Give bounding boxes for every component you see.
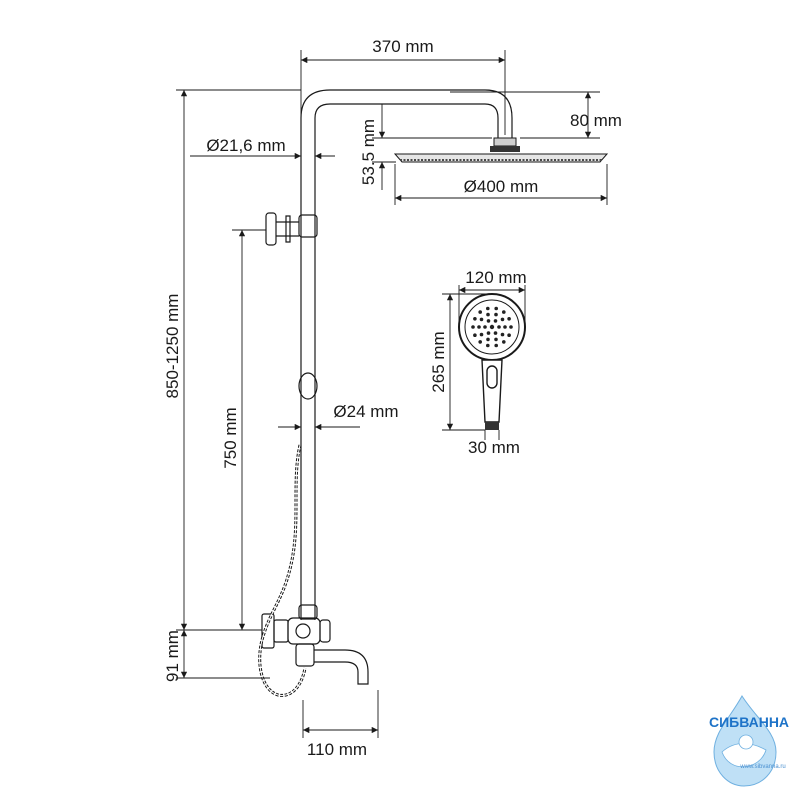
dim-head-diameter: Ø400 mm bbox=[464, 177, 539, 196]
brand-logo: СИБВАННА www.sibvanna.ru bbox=[709, 695, 789, 787]
nozzle-dot bbox=[494, 312, 498, 317]
nozzle-dot bbox=[493, 331, 498, 335]
dim-pipe-diameter: Ø21,6 mm bbox=[206, 136, 285, 155]
nozzle-dot bbox=[497, 325, 501, 329]
nozzle-dot bbox=[489, 324, 495, 330]
dim-spout-length: 110 mm bbox=[307, 740, 367, 759]
dimension-lines bbox=[176, 50, 608, 738]
nozzle-dot bbox=[494, 306, 499, 311]
nozzle-dot bbox=[477, 325, 481, 329]
dim-handshower-width: 120 mm bbox=[465, 268, 526, 287]
shower-column bbox=[298, 89, 513, 620]
nozzle-dot bbox=[471, 325, 475, 329]
nozzle-dot bbox=[486, 343, 490, 348]
dim-rail-length: 750 mm bbox=[221, 407, 240, 468]
nozzle-dot bbox=[479, 332, 484, 337]
dim-height-80: 80 mm bbox=[570, 111, 622, 130]
nozzle-dot bbox=[483, 325, 487, 329]
dim-head-thickness: 53.5 mm bbox=[359, 119, 378, 185]
nozzle-dot bbox=[507, 317, 511, 321]
logo-brand-text: СИБВАННА bbox=[709, 714, 789, 730]
nozzle-dot bbox=[479, 317, 484, 322]
shower-head bbox=[393, 137, 609, 163]
dim-mixer-height: 91 mm bbox=[163, 630, 182, 682]
dim-bar-diameter: Ø24 mm bbox=[333, 402, 398, 421]
nozzle-dots bbox=[471, 306, 513, 348]
nozzle-dot bbox=[486, 319, 491, 323]
nozzle-dot bbox=[500, 332, 505, 337]
logo-url-text: www.sibvanna.ru bbox=[739, 764, 785, 770]
dim-handshower-length: 265 mm bbox=[429, 331, 448, 392]
nozzle-dot bbox=[503, 325, 507, 329]
nozzle-dot bbox=[473, 333, 477, 338]
nozzle-dot bbox=[478, 340, 483, 344]
dim-width-370: 370 mm bbox=[372, 37, 433, 56]
nozzle-dot bbox=[486, 337, 490, 342]
nozzle-dot bbox=[486, 312, 490, 317]
mixer-valve bbox=[261, 613, 369, 685]
nozzle-dot bbox=[502, 340, 506, 344]
nozzle-dot bbox=[494, 343, 499, 348]
nozzle-dot bbox=[486, 306, 490, 311]
nozzle-dot bbox=[493, 319, 498, 323]
dim-total-height: 850-1250 mm bbox=[163, 294, 182, 399]
shower-hose bbox=[258, 444, 307, 697]
nozzle-dot bbox=[500, 317, 505, 322]
nozzle-dot bbox=[509, 325, 513, 329]
nozzle-dot bbox=[486, 331, 491, 335]
nozzle-dot bbox=[507, 333, 511, 338]
nozzle-dot bbox=[502, 310, 506, 314]
hand-shower bbox=[458, 293, 526, 430]
dim-handshower-handle: 30 mm bbox=[468, 438, 520, 457]
nozzle-dot bbox=[478, 310, 483, 314]
nozzle-dot bbox=[494, 337, 498, 342]
wall-bracket bbox=[265, 212, 299, 246]
nozzle-dot bbox=[473, 317, 477, 321]
